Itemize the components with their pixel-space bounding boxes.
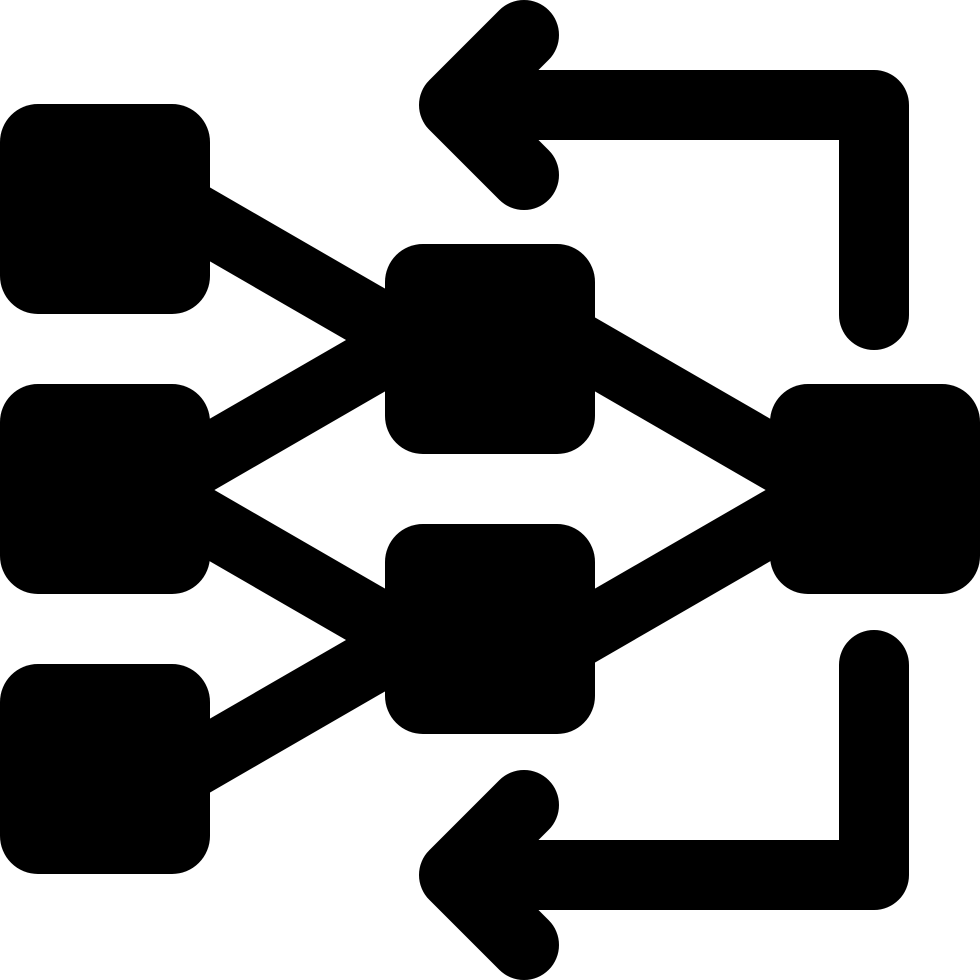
connections xyxy=(168,182,812,798)
connection-input1-hidden1 xyxy=(168,182,427,368)
input-node-3 xyxy=(0,664,210,874)
output-node xyxy=(770,384,980,594)
connection-input3-hidden2 xyxy=(168,612,427,798)
bottom-feedback-arrow xyxy=(423,630,909,910)
input-node-1 xyxy=(0,104,210,314)
connection-hidden1-output xyxy=(553,312,812,498)
hidden-node-2 xyxy=(385,524,595,734)
hidden-node-1 xyxy=(385,244,595,454)
top-arrow-head-icon xyxy=(419,0,559,210)
feedback-arrows xyxy=(419,0,909,980)
nodes xyxy=(0,104,980,874)
top-feedback-arrow xyxy=(423,70,909,350)
connection-input2-hidden2 xyxy=(168,482,427,668)
connection-hidden2-output xyxy=(553,482,812,668)
bottom-arrow-head-icon xyxy=(419,770,559,980)
connection-input2-hidden1 xyxy=(168,312,427,498)
input-node-2 xyxy=(0,384,210,594)
